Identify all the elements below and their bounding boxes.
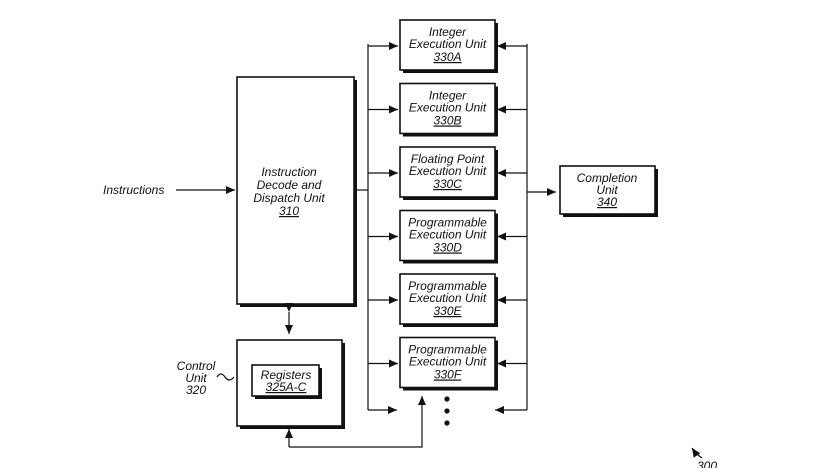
completion-unit-line1: Completion	[577, 171, 638, 185]
completion-unit-block: Completion Unit 340	[559, 165, 658, 217]
execution-unit-line2: Execution Unit	[409, 37, 487, 51]
completion-unit-ref: 340	[597, 195, 617, 209]
execution-unit-line2: Execution Unit	[409, 291, 487, 305]
control-unit-block: Registers 325A-C	[236, 339, 345, 429]
execution-unit-line1: Programmable	[408, 279, 487, 293]
execution-unit-line2: Execution Unit	[409, 101, 487, 115]
figure-ref-arrow	[691, 447, 703, 459]
dispatch-unit-ref: 310	[279, 204, 299, 218]
figure-ref: 300	[697, 459, 717, 468]
execution-unit-ref: 330B	[433, 114, 461, 128]
execution-unit-ref: 330F	[434, 368, 462, 382]
more-units-ellipsis	[444, 396, 450, 426]
dispatch-unit-line1: Instruction	[261, 165, 317, 179]
completion-unit-line2: Unit	[596, 183, 618, 197]
execution-unit-line1: Programmable	[408, 216, 487, 230]
dispatch-unit-line2: Decode and	[257, 178, 322, 192]
execution-unit-line1: Floating Point	[411, 152, 485, 166]
registers-ref: 325A-C	[266, 380, 307, 394]
execution-unit-ref: 330C	[433, 177, 462, 191]
execution-unit-line1: Programmable	[408, 343, 487, 357]
control-unit-ref: 320	[186, 383, 206, 397]
control-unit-line2: Unit	[185, 371, 207, 385]
registers-line1: Registers	[261, 368, 312, 382]
control-unit-line1: Control	[177, 359, 216, 373]
execution-unit-line2: Execution Unit	[409, 164, 487, 178]
dispatch-unit-line3: Dispatch Unit	[253, 191, 325, 205]
execution-unit-ref: 330D	[433, 241, 462, 255]
instructions-label: Instructions	[103, 183, 164, 197]
control-unit-leader	[216, 373, 235, 381]
execution-unit-ref: 330A	[433, 50, 461, 64]
dispatch-unit-block: Instruction Decode and Dispatch Unit 310	[236, 76, 357, 307]
execution-unit-line2: Execution Unit	[409, 228, 487, 242]
execution-unit-line2: Execution Unit	[409, 355, 487, 369]
execution-unit-line1: Integer	[429, 89, 467, 103]
execution-unit-line1: Integer	[429, 25, 467, 39]
execution-unit-ref: 330E	[433, 304, 462, 318]
control-feedback-path	[289, 396, 426, 448]
